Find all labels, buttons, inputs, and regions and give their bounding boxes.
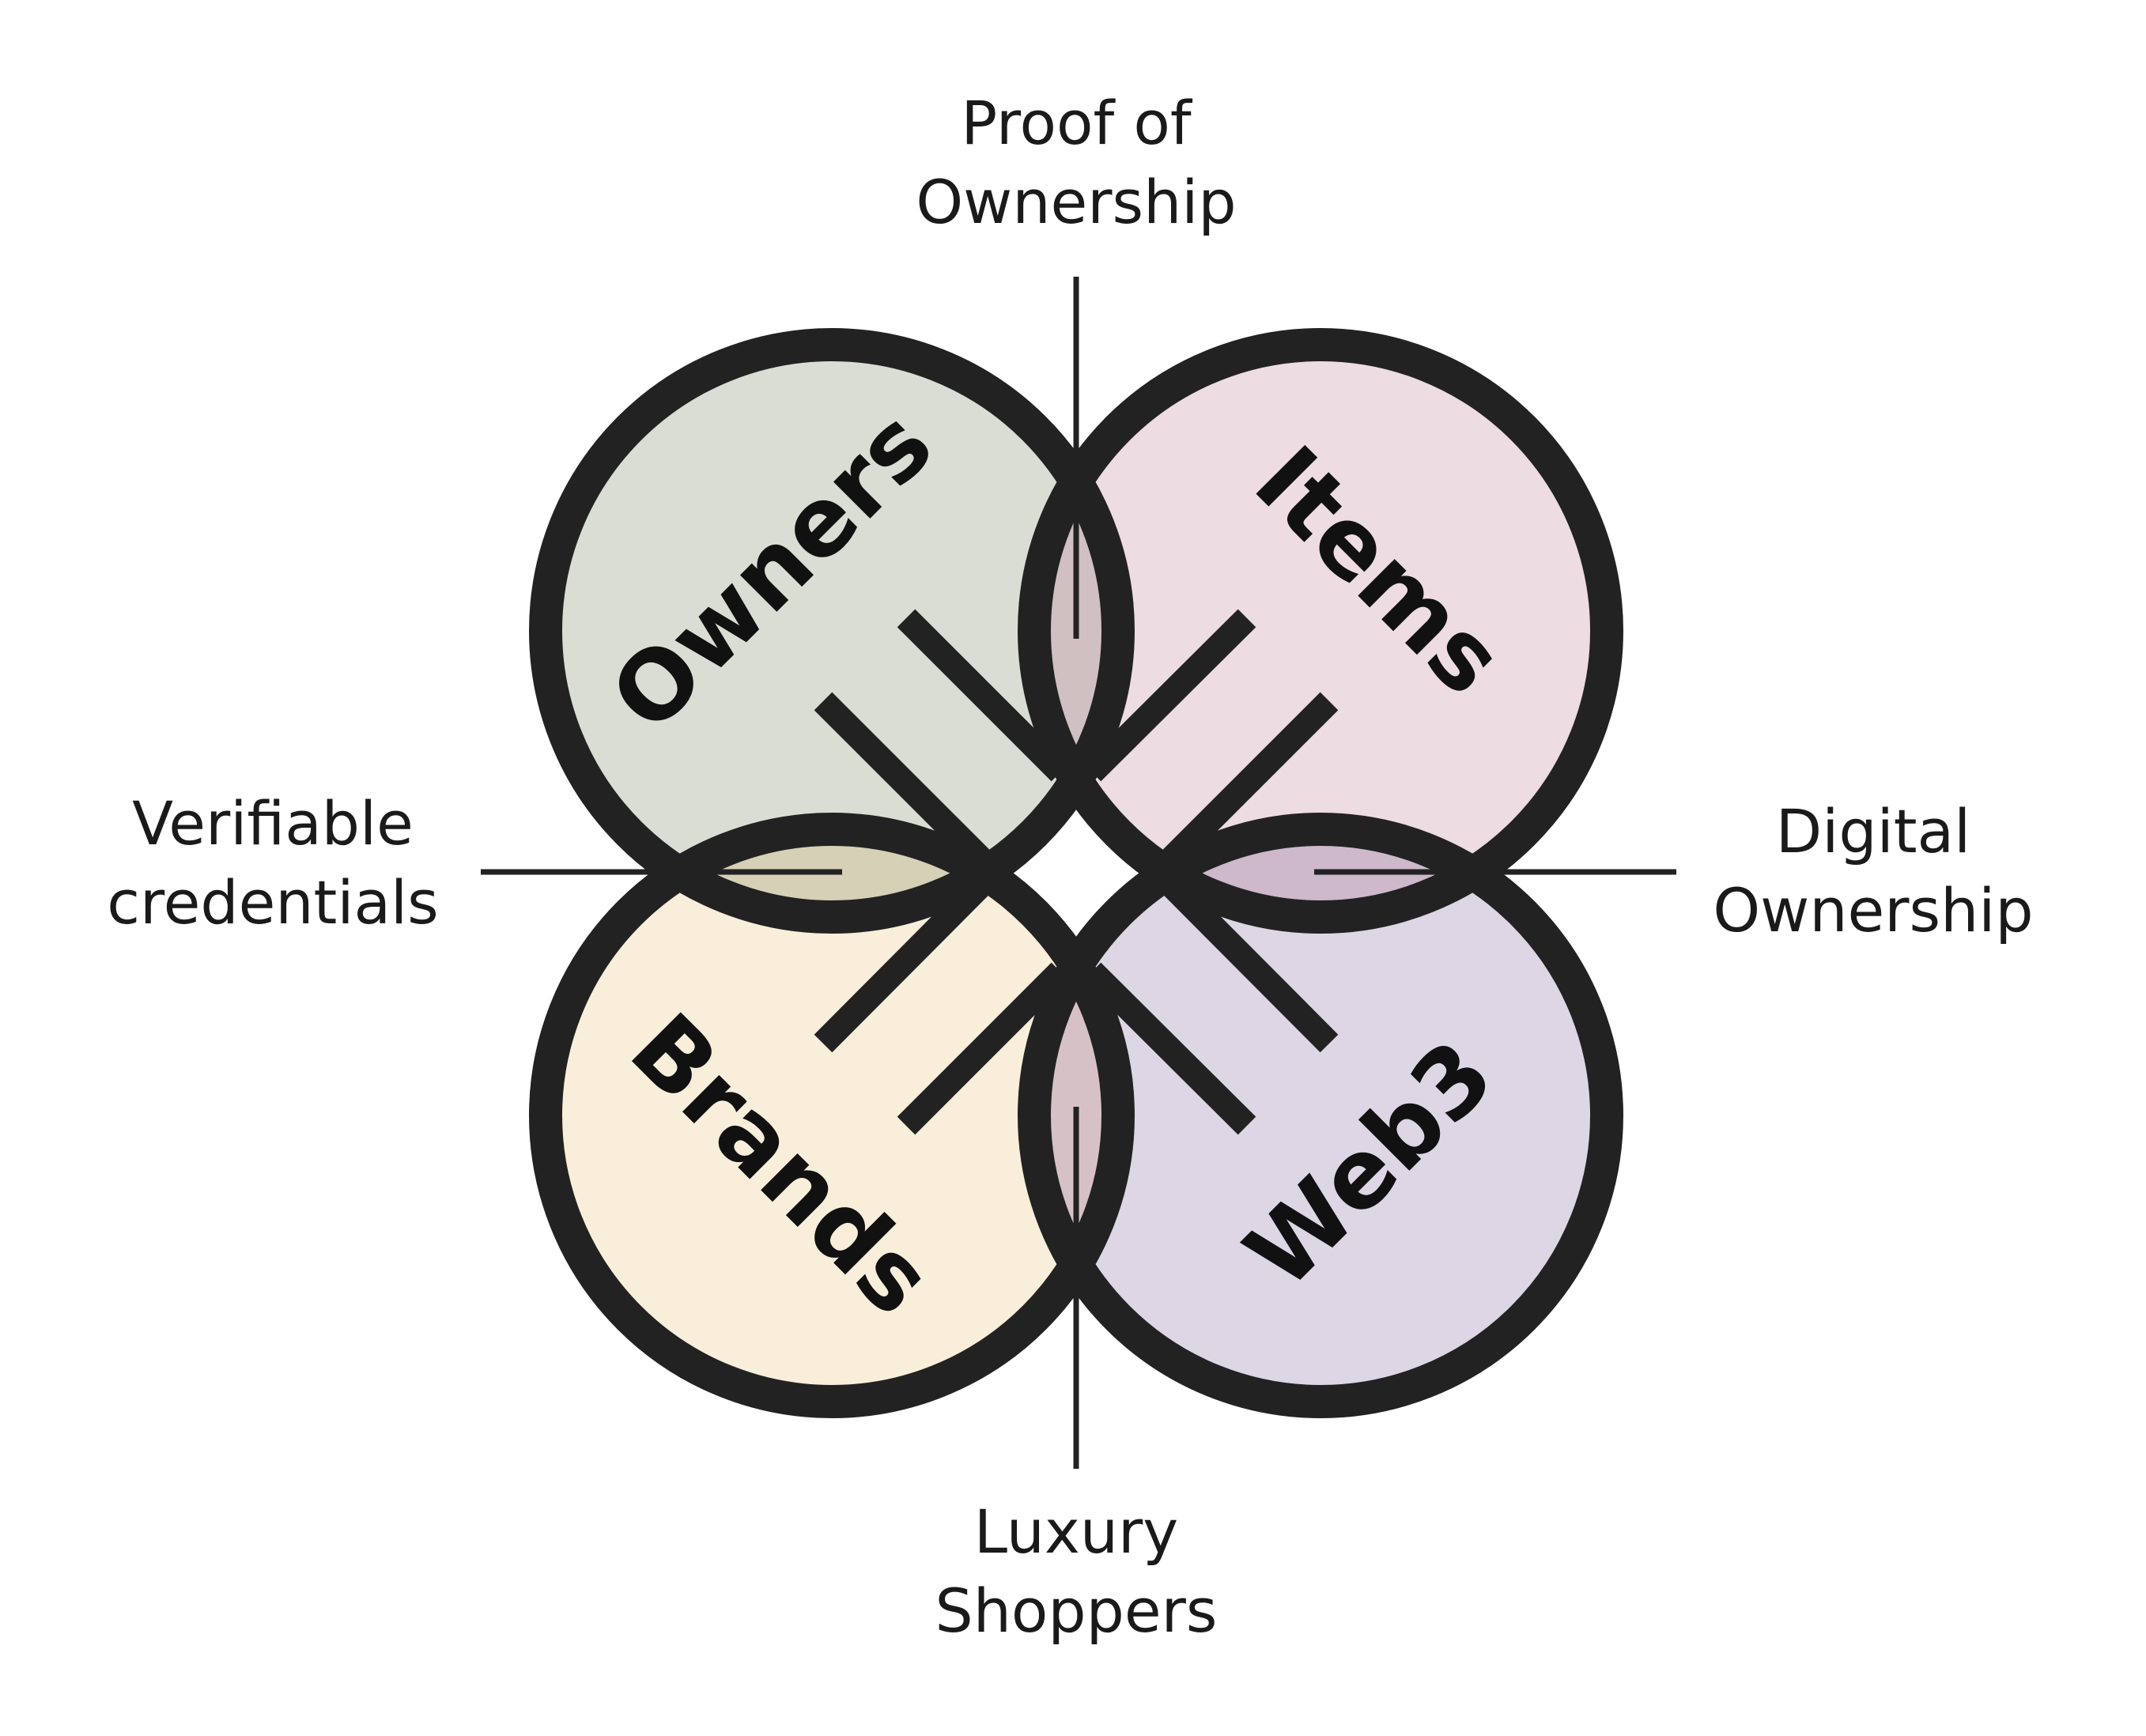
items-circle xyxy=(1034,345,1607,917)
left-label-line1: Verifiable xyxy=(132,788,414,859)
bar-br-upper xyxy=(1149,862,1339,1053)
top-label-line2: Ownership xyxy=(916,167,1236,237)
bar-bl-lower xyxy=(897,962,1070,1135)
circle-outlines xyxy=(529,328,1623,1418)
left-label-line2: credentials xyxy=(107,867,438,938)
items-outline xyxy=(1018,328,1623,934)
bar-tl-lower xyxy=(814,692,1003,881)
owners-circle xyxy=(546,345,1118,917)
owners-outline xyxy=(529,328,1135,934)
bar-tr-upper xyxy=(1082,609,1256,782)
web3-outline xyxy=(1018,813,1623,1418)
brands-circle xyxy=(546,829,1118,1402)
right-label-line2: Ownership xyxy=(1713,875,2033,945)
bottom-label-line1: Luxury xyxy=(974,1496,1179,1567)
bar-br-lower xyxy=(1082,962,1256,1135)
bar-bl-upper xyxy=(814,862,1003,1053)
bar-tr-lower xyxy=(1149,692,1339,881)
bottom-label-line2: Shoppers xyxy=(935,1576,1218,1646)
right-label-line1: Digital xyxy=(1776,796,1970,866)
bar-tl-upper xyxy=(897,609,1070,782)
diagonal-bars xyxy=(814,609,1339,1135)
web3-circle xyxy=(1034,829,1607,1402)
brands-outline xyxy=(529,813,1135,1418)
top-label-line1: Proof of xyxy=(961,88,1192,158)
